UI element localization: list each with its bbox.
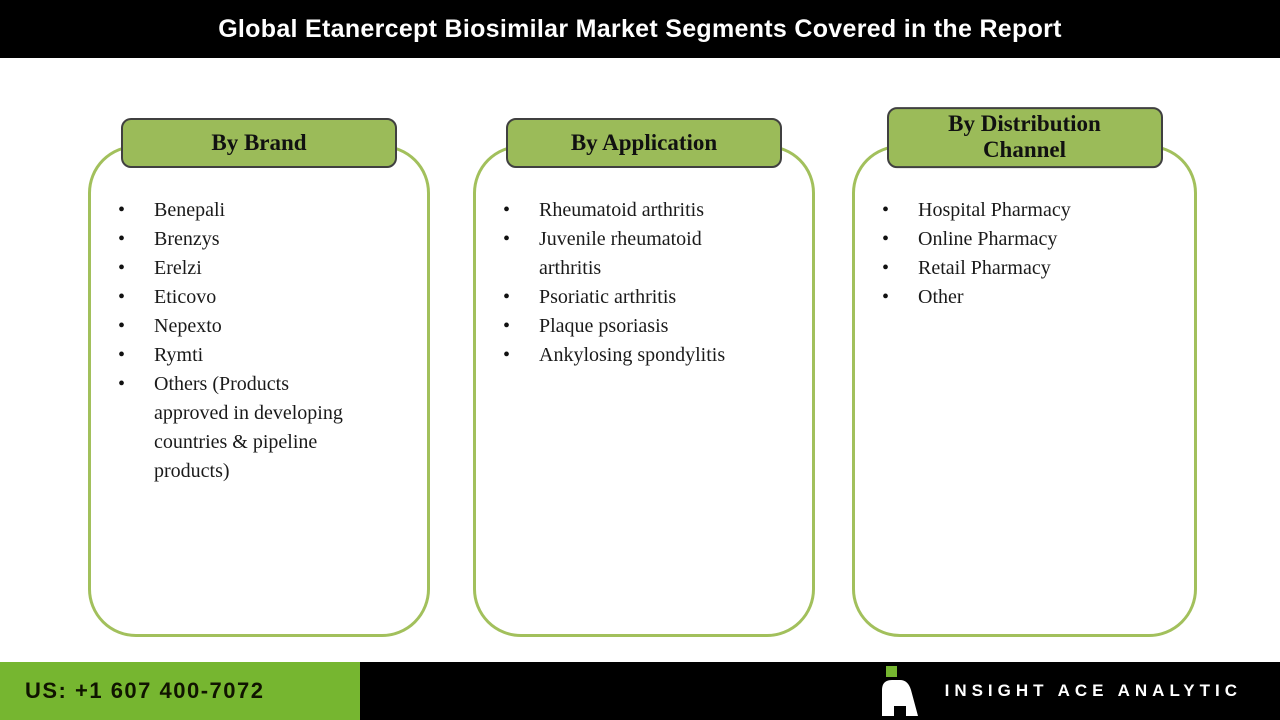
segment-list-distribution: Hospital PharmacyOnline PharmacyRetail P…: [880, 196, 1180, 312]
insight-ace-logo-icon: [881, 666, 918, 716]
footer-bar: US: +1 607 400-7072 INSIGHT ACE ANALYTIC: [0, 662, 1280, 720]
panel-by-brand: BenepaliBrenzysErelziEticovoNepextoRymti…: [88, 110, 430, 637]
panel-body: Hospital PharmacyOnline PharmacyRetail P…: [852, 145, 1197, 637]
list-item: Others (Products approved in developing …: [116, 370, 413, 486]
panel-by-application: Rheumatoid arthritisJuvenile rheumatoid …: [473, 110, 815, 637]
panel-by-distribution-channel: Hospital PharmacyOnline PharmacyRetail P…: [852, 107, 1197, 637]
list-item: Rymti: [116, 341, 413, 370]
page-title: Global Etanercept Biosimilar Market Segm…: [218, 14, 1062, 43]
list-item: Benepali: [116, 196, 413, 225]
segment-list-application: Rheumatoid arthritisJuvenile rheumatoid …: [501, 196, 798, 370]
list-item: Brenzys: [116, 225, 413, 254]
list-item: Nepexto: [116, 312, 413, 341]
list-item: Ankylosing spondylitis: [501, 341, 798, 370]
panel-body: Rheumatoid arthritisJuvenile rheumatoid …: [473, 145, 815, 637]
list-item: Juvenile rheumatoid arthritis: [501, 225, 798, 283]
phone-number: US: +1 607 400-7072: [25, 678, 265, 703]
segment-list-brand: BenepaliBrenzysErelziEticovoNepextoRymti…: [116, 196, 413, 486]
panel-header-application: By Application: [506, 118, 782, 168]
list-item: Other: [880, 283, 1180, 312]
brand-block: INSIGHT ACE ANALYTIC: [880, 662, 1242, 720]
brand-name: INSIGHT ACE ANALYTIC: [944, 681, 1242, 700]
panel-header-brand: By Brand: [121, 118, 397, 168]
panel-body: BenepaliBrenzysErelziEticovoNepextoRymti…: [88, 145, 430, 637]
phone-block: US: +1 607 400-7072: [0, 662, 360, 720]
list-item: Retail Pharmacy: [880, 254, 1180, 283]
list-item: Hospital Pharmacy: [880, 196, 1180, 225]
title-bar: Global Etanercept Biosimilar Market Segm…: [0, 0, 1280, 58]
list-item: Online Pharmacy: [880, 225, 1180, 254]
list-item: Rheumatoid arthritis: [501, 196, 798, 225]
list-item: Erelzi: [116, 254, 413, 283]
list-item: Plaque psoriasis: [501, 312, 798, 341]
panel-header-distribution: By Distribution Channel: [886, 107, 1163, 168]
list-item: Eticovo: [116, 283, 413, 312]
list-item: Psoriatic arthritis: [501, 283, 798, 312]
